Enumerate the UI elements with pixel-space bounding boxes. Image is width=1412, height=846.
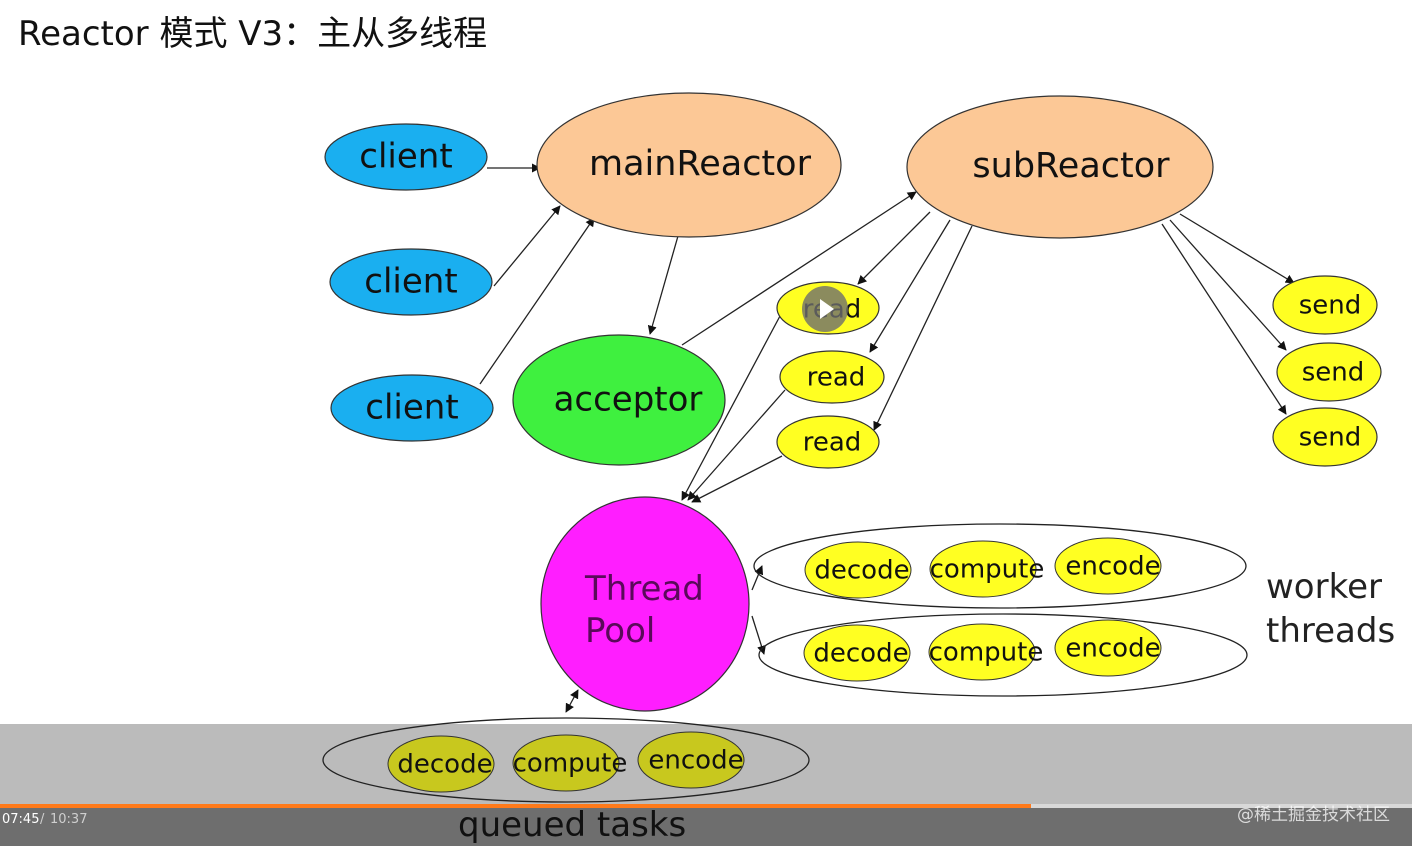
read-label-2: read: [807, 363, 866, 393]
play-icon[interactable]: [802, 286, 848, 332]
read-node-2: read: [779, 350, 885, 404]
edge-mainreactor-acceptor: [647, 235, 679, 335]
client-node-3: client: [330, 374, 494, 442]
worker-row1-task3: encode: [1065, 552, 1160, 582]
sub-reactor-label: subReactor: [972, 146, 1170, 186]
send-node-2: send: [1276, 342, 1382, 402]
edge-threadpool-queue: [565, 689, 579, 713]
video-time-separator: /: [40, 812, 45, 827]
edge-read2-threadpool: [687, 389, 786, 501]
acceptor-label: acceptor: [554, 380, 703, 420]
edge-acceptor-subreactor: [681, 191, 917, 346]
read-label-3: read: [803, 428, 862, 458]
worker-thread-row-2: decode compute encode: [758, 613, 1248, 697]
thread-pool-label-line2: Pool: [585, 611, 655, 651]
main-reactor-label: mainReactor: [589, 144, 812, 184]
edge-subreactor-send3: [1161, 223, 1287, 415]
client-node-1: client: [324, 123, 488, 191]
diagram-title: Reactor 模式 V3：主从多线程: [18, 14, 488, 54]
worker-task-bubble: [928, 623, 1036, 681]
site-watermark: @稀土掘金技术社区: [1237, 805, 1390, 825]
read-node-3: read: [776, 415, 880, 469]
send-label-3: send: [1299, 423, 1362, 453]
edge-client2-mainreactor: [493, 205, 561, 287]
edge-subreactor-read2: [869, 219, 951, 353]
worker-threads-label-line1: worker: [1266, 567, 1382, 607]
worker-row1-task1: decode: [814, 556, 909, 586]
video-progress-fill: [0, 804, 1031, 808]
queued-task-bubble: [387, 735, 495, 793]
client-label-1: client: [359, 137, 452, 177]
edge-subreactor-read3: [873, 225, 973, 431]
worker-task-bubble: [804, 541, 912, 599]
edge-subreactor-read1: [857, 211, 931, 285]
client-label-2: client: [364, 262, 457, 302]
worker-row2-task1: decode: [813, 639, 908, 669]
worker-threads-label-line2: threads: [1266, 611, 1395, 651]
edge-read1-threadpool: [681, 315, 781, 501]
queued-task-bubble: [512, 734, 620, 792]
video-total-time: 10:37: [50, 812, 88, 827]
edge-threadpool-worker1: [751, 565, 764, 591]
queued-task-bubble: [637, 731, 745, 789]
edge-client3-mainreactor: [479, 217, 595, 385]
edge-subreactor-send1: [1179, 213, 1295, 284]
thread-pool-label-line1: Thread: [584, 569, 704, 609]
worker-row1-task2: compute: [930, 555, 1045, 585]
worker-thread-row-1: decode compute encode: [753, 523, 1247, 609]
main-reactor-node: mainReactor: [536, 92, 842, 238]
worker-task-bubble: [803, 624, 911, 682]
queued-task-2: compute: [513, 749, 628, 779]
worker-task-bubble: [1054, 619, 1162, 677]
worker-task-bubble: [1054, 537, 1162, 595]
send-label-1: send: [1299, 291, 1362, 321]
worker-task-bubble: [929, 540, 1037, 598]
worker-row2-task2: compute: [929, 638, 1044, 668]
video-progress-bar[interactable]: [0, 804, 1412, 808]
edge-subreactor-send2: [1169, 219, 1287, 351]
queued-task-3: encode: [648, 746, 743, 776]
send-node-3: send: [1272, 407, 1378, 467]
video-current-time: 07:45: [2, 812, 40, 827]
thread-pool-node: Thread Pool: [540, 496, 750, 712]
worker-row2-task3: encode: [1065, 634, 1160, 664]
client-node-2: client: [329, 248, 493, 316]
edge-read3-threadpool: [691, 455, 783, 503]
acceptor-node: acceptor: [512, 334, 726, 466]
video-controls-bar: [0, 808, 1412, 846]
sub-reactor-node: subReactor: [906, 95, 1214, 239]
send-label-2: send: [1302, 358, 1365, 388]
client-label-3: client: [365, 388, 458, 428]
send-node-1: send: [1272, 275, 1378, 335]
queued-task-1: decode: [397, 750, 492, 780]
